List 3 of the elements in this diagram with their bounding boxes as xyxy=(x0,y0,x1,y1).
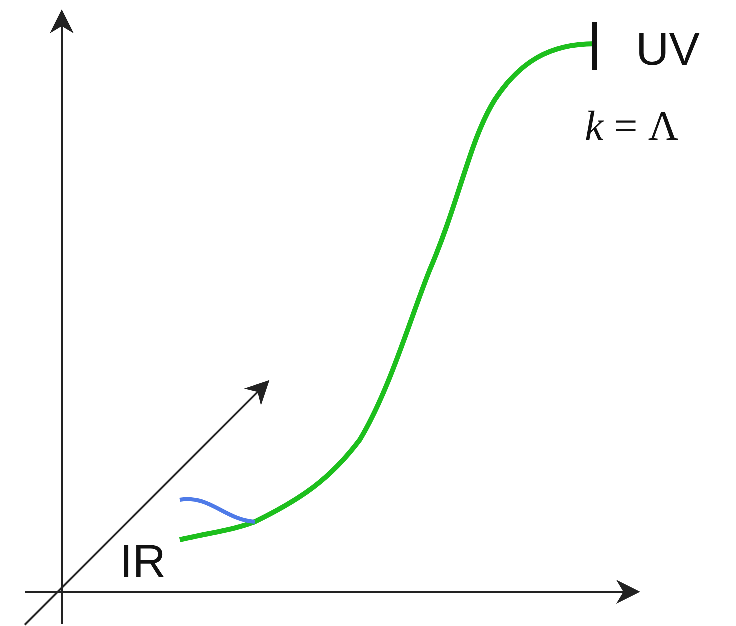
axis-label: IR xyxy=(120,538,166,584)
axis-label: UV xyxy=(636,26,700,72)
axis-label: k = Λ xyxy=(585,106,679,148)
